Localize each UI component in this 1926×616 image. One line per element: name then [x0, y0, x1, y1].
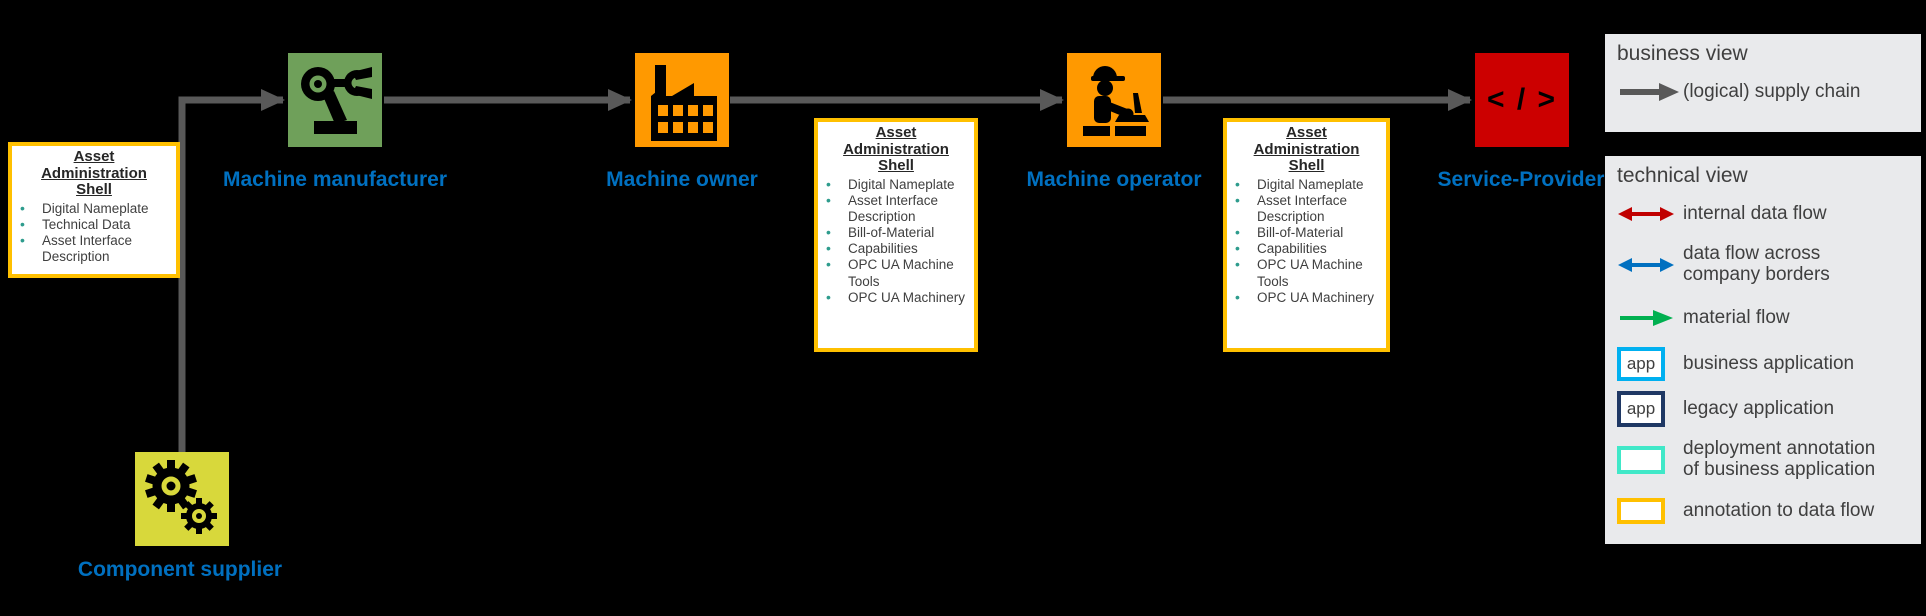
component-supplier-label: Component supplier	[77, 558, 283, 581]
aas-item: Capabilities	[822, 240, 970, 257]
aas-item: OPC UA Machine Tools	[1231, 256, 1382, 289]
legend-title: business view	[1617, 42, 1748, 65]
component-supplier-node	[135, 452, 229, 546]
legend-label: (logical) supply chain	[1683, 80, 1861, 102]
aas-item: OPC UA Machinery	[822, 289, 970, 306]
machine-owner-label: Machine owner	[606, 168, 758, 191]
legacy-app-box-icon: app	[1617, 391, 1683, 427]
machine-operator-node	[1067, 53, 1161, 147]
aas-title: Asset Administration Shell	[1253, 124, 1360, 174]
gray-arrow-icon	[1617, 82, 1683, 102]
legend-label: material flow	[1683, 306, 1790, 328]
legend-label: data flow across company borders	[1683, 243, 1830, 285]
aas-box-machine-owner: Asset Administration Shell Digital Namep…	[814, 118, 978, 352]
aas-title: Asset Administration Shell	[843, 124, 949, 174]
legend-label: deployment annotation of business applic…	[1683, 438, 1876, 480]
aas-item: Bill-of-Material	[1231, 224, 1382, 241]
factory-icon	[651, 65, 717, 141]
aas-item: Capabilities	[1231, 240, 1382, 257]
aas-item: Asset Interface Description	[16, 232, 172, 265]
service-provider-label: Service-Provider	[1437, 168, 1605, 191]
red-double-arrow-icon	[1617, 204, 1683, 224]
legend-label: legacy application	[1683, 397, 1835, 419]
machine-manufacturer-node	[288, 53, 382, 147]
aas-item: Asset Interface Description	[1231, 192, 1382, 225]
machine-operator-label: Machine operator	[1026, 168, 1202, 191]
green-arrow-icon	[1617, 308, 1683, 328]
deployment-annotation-box-icon	[1617, 446, 1683, 474]
dataflow-annotation-box-icon	[1617, 498, 1683, 524]
blue-double-arrow-icon	[1617, 255, 1683, 275]
aas-item: Technical Data	[16, 216, 172, 233]
app-box-label: app	[1617, 391, 1665, 427]
robot-arm-icon	[301, 67, 374, 134]
aas-item: Asset Interface Description	[822, 192, 970, 225]
technical-view-legend: technical view internal data flow data f…	[1605, 156, 1921, 544]
machine-owner-node	[635, 53, 729, 147]
aas-item: OPC UA Machinery	[1231, 289, 1382, 306]
business-app-box-icon: app	[1617, 347, 1683, 381]
gears-icon	[145, 460, 217, 534]
aas-box-machine-operator: Asset Administration Shell Digital Namep…	[1223, 118, 1390, 352]
app-box-label: app	[1617, 347, 1665, 381]
operator-icon	[1083, 66, 1149, 136]
legend-label: internal data flow	[1683, 202, 1827, 224]
aas-item-list: Digital Nameplate Asset Interface Descri…	[1231, 175, 1382, 307]
aas-title: Asset Administration Shell	[41, 148, 147, 198]
machine-manufacturer-label: Machine manufacturer	[222, 168, 448, 191]
aas-item-list: Digital Nameplate Technical Data Asset I…	[16, 199, 172, 266]
aas-item: OPC UA Machine Tools	[822, 256, 970, 289]
legend-title: technical view	[1617, 164, 1748, 187]
aas-box-component-supplier: Asset Administration Shell Digital Namep…	[8, 142, 180, 278]
business-view-legend: business view (logical) supply chain	[1605, 34, 1921, 132]
legend-label: business application	[1683, 352, 1855, 374]
aas-item: Bill-of-Material	[822, 224, 970, 241]
aas-item-list: Digital Nameplate Asset Interface Descri…	[822, 175, 970, 307]
aas-item: Digital Nameplate	[16, 199, 172, 217]
aas-item: Digital Nameplate	[822, 175, 970, 193]
legend-label: annotation to data flow	[1683, 499, 1875, 521]
service-provider-node: < / >	[1475, 53, 1569, 147]
aas-item: Digital Nameplate	[1231, 175, 1382, 193]
code-icon: < / >	[1486, 83, 1558, 116]
supplier-to-manufacturer-arrow	[178, 89, 285, 455]
